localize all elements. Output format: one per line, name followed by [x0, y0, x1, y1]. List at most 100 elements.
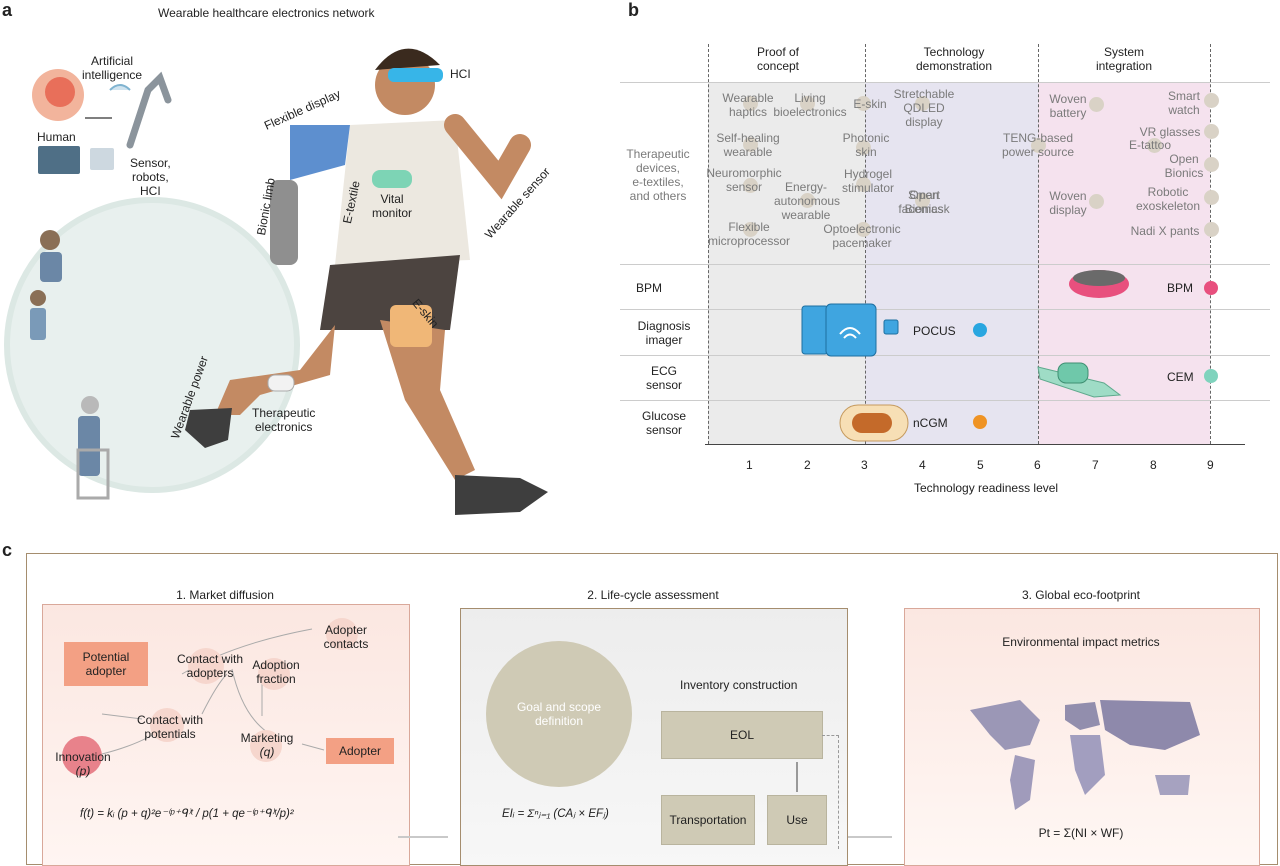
transportation-box: Transportation: [661, 795, 755, 845]
tech-label: Photonic skin: [842, 131, 890, 159]
flexible-display-shape: [290, 125, 350, 180]
device-label-ncgm: nCGM: [913, 416, 948, 430]
tech-dot: [856, 177, 871, 192]
trl-marker-cem: [1204, 369, 1218, 383]
tech-dot: [856, 222, 871, 237]
tech-label: E-skin: [853, 97, 887, 111]
tech-label: E-tattoo: [1128, 138, 1172, 152]
hci-glasses-icon: [388, 68, 443, 82]
tech-label: Open Bionics: [904, 188, 944, 216]
row-line: [620, 355, 1270, 356]
tech-label: Wearable haptics: [722, 91, 774, 119]
therapeutic-patch: [267, 374, 295, 392]
inventory-title: Inventory construction: [680, 678, 798, 692]
bpm-ring-icon: [1069, 270, 1129, 298]
shirt-shape: [335, 120, 470, 265]
panel-a-letter: a: [2, 0, 13, 20]
section-title-eco: 3. Global eco-footprint: [1021, 588, 1141, 602]
tech-dot: [743, 222, 758, 237]
panel-a-title: Wearable healthcare electronics network: [158, 6, 375, 20]
x-tick: 6: [1034, 458, 1041, 472]
stock-dot: [188, 648, 224, 684]
tech-label: Open Bionics: [1164, 152, 1204, 180]
tech-dot: [915, 96, 930, 111]
stock-dot: [150, 708, 184, 742]
tech-dot: [1089, 194, 1104, 209]
adopter-contacts-label: Adopter contacts: [323, 623, 369, 651]
tech-label: Stretchable QDLED display: [893, 87, 955, 129]
phase-header-demo: Technology demonstration: [915, 45, 993, 73]
therapeutic-row-label: Therapeutic devices, e-textiles, and oth…: [626, 147, 690, 203]
section-title-lca: 2. Life-cycle assessment: [587, 588, 719, 602]
tech-dot: [856, 140, 871, 155]
flow-arrow: [398, 836, 448, 838]
row-line: [620, 400, 1270, 401]
row-line: [620, 309, 1270, 310]
row-label-ecg: ECG sensor: [645, 364, 683, 392]
wearable-network-illustration: [4, 48, 548, 515]
eol-dashed-line: [822, 735, 839, 849]
eol-box: EOL: [661, 711, 823, 759]
person-icon: [40, 230, 60, 250]
marketing-q: (q): [259, 745, 275, 759]
use-to-eol-arrow: [796, 762, 798, 792]
tech-label: Robotic exoskeleton: [1135, 185, 1201, 213]
tech-dot: [1204, 93, 1219, 108]
trl-marker-pocus: [973, 323, 987, 337]
market-formula: f(t) = kᵢ (p + q)²e⁻⁽ᵖ⁺ᑫ⁾ᵗ / p(1 + qe⁻⁽ᵖ…: [80, 808, 294, 820]
tech-label: Living bioelectronics: [773, 91, 847, 119]
phase-header-proof: Proof of concept: [756, 45, 800, 73]
stock-dot: [250, 730, 282, 762]
phase-divider: [1210, 44, 1211, 444]
hci-label: HCI: [450, 67, 471, 81]
x-tick: 3: [861, 458, 868, 472]
tech-dot: [800, 193, 815, 208]
tech-dot: [915, 193, 930, 208]
goal-scope-label: Goal and scope definition: [516, 700, 602, 728]
tech-label: Nadi X pants: [1130, 224, 1200, 238]
adoption-fraction-label: Adoption fraction: [252, 658, 300, 686]
tech-dot: [856, 96, 871, 111]
tech-dot: [1089, 97, 1104, 112]
x-axis-label: Technology readiness level: [914, 481, 1059, 495]
row-label-glucose: Glucose sensor: [641, 409, 687, 437]
tech-label: Hydrogel stimulator: [841, 167, 894, 195]
use-box: Use: [767, 795, 827, 845]
tech-label: VR glasses: [1139, 125, 1201, 139]
tech-label: TENG-based power source: [1001, 131, 1075, 159]
tech-dot: [1204, 157, 1219, 172]
tech-dot: [1031, 138, 1046, 153]
section-title-market: 1. Market diffusion: [176, 588, 274, 602]
tech-label: Flexible microprocessor: [707, 220, 791, 248]
marketing-label: Marketing: [240, 731, 294, 745]
tech-dot: [1147, 138, 1162, 153]
x-tick: 7: [1092, 458, 1099, 472]
vital-monitor-patch: [372, 170, 412, 188]
device-label-cem: CEM: [1167, 370, 1194, 384]
sensor-label: Sensor, robots, HCI: [130, 156, 171, 198]
panel-b-letter: b: [628, 0, 639, 20]
pocus-device-icon: [801, 303, 899, 357]
phase-divider: [1038, 44, 1039, 444]
vital-monitor-label: Vital monitor: [372, 192, 413, 220]
stock-dot: [326, 618, 358, 650]
phase-header-integration: System integration: [1095, 45, 1153, 73]
x-axis-line: [705, 444, 1245, 445]
x-tick: 8: [1150, 458, 1157, 472]
tech-dot: [743, 96, 758, 111]
innovation-p: (p): [75, 764, 91, 778]
eco-formula: Pt = Σ(NI × WF): [1038, 826, 1124, 840]
tech-dot: [743, 178, 758, 193]
contact-adopters-label: Contact with adopters: [176, 652, 244, 680]
tech-dot: [743, 137, 758, 152]
innovation-label: Innovation: [55, 750, 111, 764]
bionic-limb-shape: [270, 180, 298, 265]
goal-scope-circle: [486, 641, 632, 787]
shoe-right: [455, 475, 548, 515]
tech-dot: [1204, 124, 1219, 139]
row-label-diagnosis: Diagnosis imager: [637, 319, 691, 347]
trl-marker-bpm: [1204, 281, 1218, 295]
human-label: Human: [37, 130, 76, 144]
x-tick: 9: [1207, 458, 1214, 472]
tech-label: Neuromorphic sensor: [706, 166, 782, 194]
